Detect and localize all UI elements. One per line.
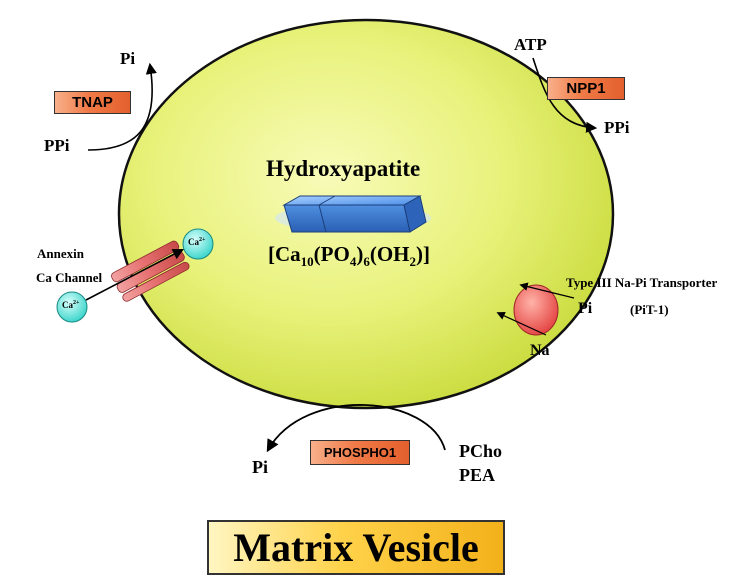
npp1-substrate-atp: ATP	[514, 35, 547, 54]
title-text: Matrix Vesicle	[233, 525, 479, 570]
phospho1-substrate-pea: PEA	[459, 465, 495, 485]
phospho1-enzyme-box: PHOSPHO1	[310, 440, 410, 465]
transporter-label: Type III Na-Pi Transporter	[566, 275, 718, 290]
npp1-product-ppi: PPi	[604, 118, 630, 137]
phospho1-reaction-arrow	[266, 404, 446, 453]
hydroxyapatite-crystal	[275, 195, 431, 233]
pit1-pi-label: Pi	[578, 300, 593, 317]
pit1-na-label: Na	[530, 342, 550, 359]
npp1-reaction-arrow	[532, 57, 598, 133]
pit1-transporter	[513, 284, 559, 336]
pi-uptake-arrow	[519, 282, 575, 299]
na-uptake-arrow	[496, 311, 547, 336]
hydroxyapatite-formula: [Ca10(PO4)6(OH2)]	[268, 242, 430, 270]
channel-label-annexin: Annexin	[37, 246, 84, 261]
phospho1-substrate-pcho: PCho	[459, 441, 503, 461]
calcium-ion-inside	[182, 228, 214, 260]
tnap-reaction-arrow	[87, 62, 157, 151]
calcium-influx-arrow	[85, 248, 184, 301]
calcium-ion-outside-label: Ca2+	[62, 300, 80, 310]
npp1-enzyme-box: NPP1	[547, 77, 625, 100]
hydroxyapatite-label: Hydroxyapatite	[266, 156, 421, 181]
annexin-ca-channel	[111, 240, 190, 302]
tnap-product-pi: Pi	[120, 49, 136, 68]
tnap-enzyme-box: TNAP	[54, 91, 131, 114]
phospho1-product-pi: Pi	[252, 457, 268, 477]
tnap-substrate-ppi: PPi	[44, 136, 70, 155]
transporter-name: (PiT-1)	[630, 302, 669, 317]
channel-label-ca-channel: Ca Channel	[36, 270, 103, 285]
title-box: Matrix Vesicle	[207, 520, 505, 575]
calcium-ion-outside	[56, 291, 88, 323]
calcium-ion-inside-label: Ca2+	[188, 237, 206, 247]
